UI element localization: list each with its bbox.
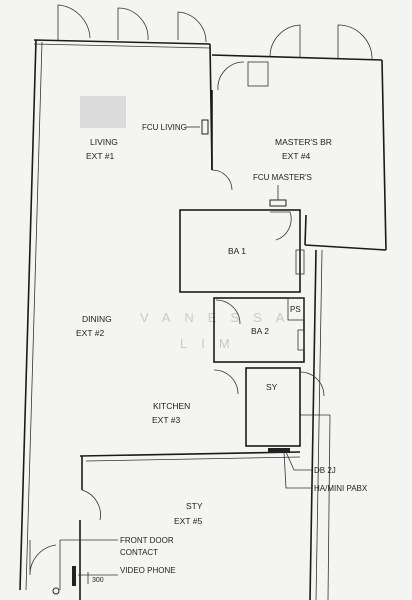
front-door-label: FRONT DOOR	[120, 536, 174, 545]
db-panel	[268, 448, 290, 453]
pabx-label: HA/MINI PABX	[314, 484, 368, 493]
master-ext: EXT #4	[282, 151, 310, 161]
kitchen-label: KITCHEN	[153, 401, 190, 411]
sy-label: SY	[266, 382, 278, 392]
watermark-line2: LIM	[180, 336, 244, 351]
study-ext: EXT #5	[174, 516, 202, 526]
living-label: LIVING	[90, 137, 118, 147]
kitchen-ext: EXT #3	[152, 415, 180, 425]
fcu-living-label: FCU LIVING	[142, 123, 187, 132]
ba2-room: BA 2 PS	[213, 297, 305, 363]
db-label: DB 2J	[314, 466, 336, 475]
dimension-label: 300	[92, 577, 104, 584]
ps-label: PS	[290, 305, 301, 314]
study-walls	[29, 451, 301, 600]
living-ext: EXT #1	[86, 151, 114, 161]
contact-label: CONTACT	[120, 548, 158, 557]
watermark-line1: VANESSA	[140, 310, 298, 325]
fcu-master-label: FCU MASTER'S	[253, 173, 312, 182]
balcony-doors	[57, 4, 373, 91]
front-door-contact-icon	[52, 587, 60, 595]
dining-label: DINING	[82, 314, 112, 324]
outer-walls	[19, 39, 387, 600]
video-phone-label: VIDEO PHONE	[120, 566, 176, 575]
fcu-master-unit	[269, 199, 287, 207]
ba1-room: BA 1	[179, 209, 305, 293]
fcu-living-unit	[201, 119, 209, 135]
blurred-logo	[80, 96, 126, 128]
video-phone-unit	[72, 566, 76, 586]
dining-ext: EXT #2	[76, 328, 104, 338]
leader-lines	[59, 126, 312, 590]
master-label: MASTER'S BR	[275, 137, 332, 147]
sy-room: SY	[213, 367, 325, 447]
ba1-label: BA 1	[228, 246, 246, 256]
ba2-label: BA 2	[251, 326, 269, 336]
study-label: STY	[186, 501, 203, 511]
